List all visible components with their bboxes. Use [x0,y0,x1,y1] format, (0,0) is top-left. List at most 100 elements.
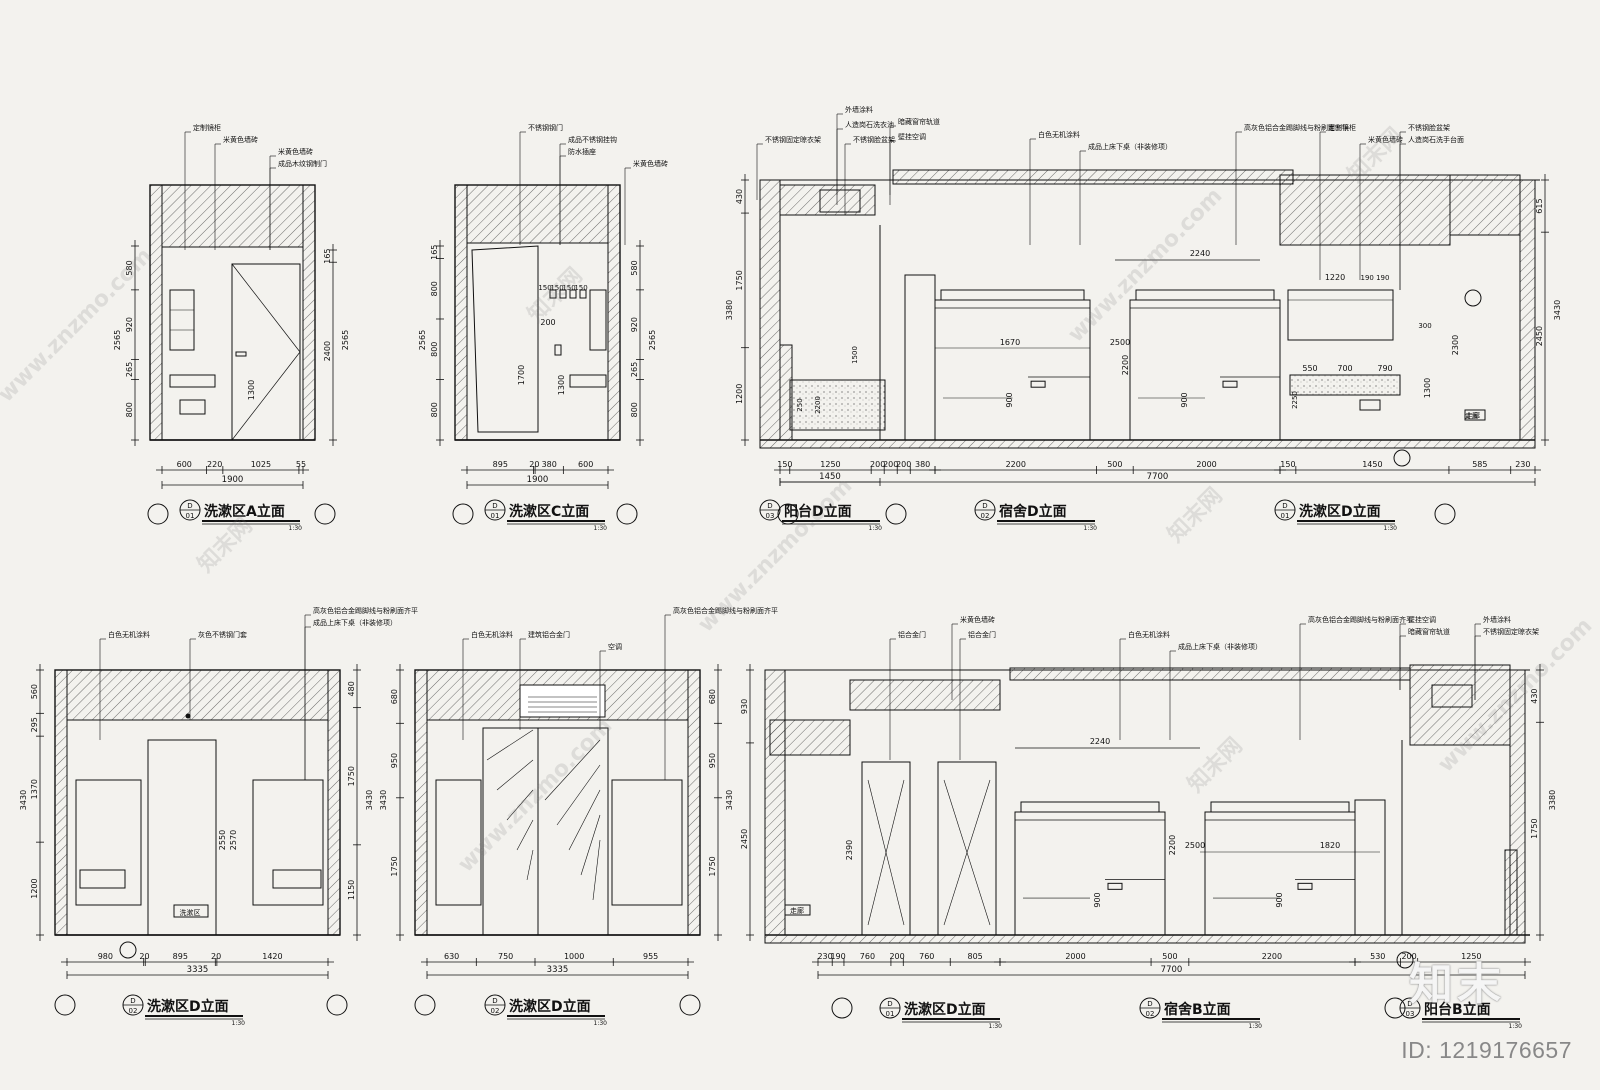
dimension-bottom: 1025 [251,460,271,469]
room-tag: 洗漱区 [180,908,201,917]
marker-letter: D [1407,1000,1412,1008]
corridor-beam [1449,174,1521,236]
balcony-beam [1409,664,1511,746]
dimension-left: 950 [390,753,399,768]
dimension-total: 2565 [418,330,427,350]
dimension-right: 580 [630,260,639,275]
dimension-right: 1750 [1530,818,1539,838]
dimension-bottom: 1000 [564,952,584,961]
dimension-right: 1150 [347,880,356,900]
annotation-label: 外墙涂料 [845,105,873,114]
scale-label: 1:30 [869,525,883,532]
dimension-inner: 2570 [229,830,238,850]
vanity-drawer [179,399,206,415]
dimension-left: 800 [430,402,439,417]
elevation-panel-5: 高灰色铝合金踢脚线与粉刷面齐平定制镜柜米黄色墙砖不锈钢脸盆架人造岗石洗手台面61… [1235,123,1562,532]
dimension-inner: 2200 [1168,835,1177,855]
open-door [471,245,539,433]
elevation-panel-3: 外墙涂料暗藏窗帘轨道人造岗石洗衣池壁挂空调不锈钢固定晾衣架不锈钢脸盆架43017… [725,105,941,532]
bunk-bed-left [435,779,482,906]
dimension-bottom: 895 [493,460,508,469]
grid-axis-icon [616,503,638,525]
dimension-inner: 900 [1180,392,1189,407]
dimension-total: 1900 [222,475,244,485]
annotation-label: 高灰色铝合金踢脚线与粉刷面齐平 [673,606,778,615]
annotation-label: 不锈钢固定晾衣架 [1483,627,1539,636]
dimension-right: 615 [1535,198,1544,213]
dimension-left: 2450 [740,829,749,849]
elevation-title: 阳台B立面 [1424,1001,1491,1018]
marker-number: 01 [491,512,500,520]
dimension-bottom: 585 [1472,460,1487,469]
dimension-bottom: 55 [296,460,306,469]
section-marker-icon [1464,289,1482,307]
elevation-panel-6: 白色无机涂料灰色不锈钢门套高灰色铝合金踢脚线与粉刷面齐平成品上床下桌（非装修项）… [19,606,418,1027]
dimension-bottom: 1250 [1461,952,1481,961]
dimension-bottom: 230 [817,952,832,961]
corridor-beam [849,679,1001,711]
hook-icon [569,289,577,299]
scale-label: 1:30 [1084,525,1098,532]
marker-number: 02 [129,1007,138,1015]
room-tag: 走廊 [790,906,804,915]
bunk-bed-desk [934,299,1091,441]
bunk-bed-left [75,779,142,906]
annotation-label: 暗藏窗帘轨道 [1408,627,1450,636]
room-tag: 走廊 [1466,411,1480,420]
dimension-right: 480 [347,681,356,696]
dimension-left: 1200 [30,878,39,898]
annotation-label: 米黄色墙砖 [633,159,668,168]
annotation-label: 成品不锈钢挂钩 [568,135,617,144]
dimension-inner: 2550 [218,830,227,850]
marker-number: 03 [766,512,775,520]
elevation-panel-7: 白色无机涂料建筑铝合金门空调高灰色铝合金踢脚线与粉刷面齐平68095017503… [379,606,778,1027]
annotation-label: 铝合金门 [898,630,926,639]
elevation-panel-dorm-bottom [764,664,1530,969]
hook-icon [579,289,587,299]
annotation-label: 定制镜柜 [193,123,221,132]
dimension-inner: 2200 [1121,355,1130,375]
bed-guardrail [1020,801,1160,813]
dimension-left: 165 [430,245,439,260]
dimension-inner: 150 [550,284,563,292]
dimension-bottom: 380 [915,460,930,469]
wall-section-right [302,184,316,441]
aluminum-door-right [937,761,997,936]
marker-number: 01 [186,512,195,520]
elevation-panel-dorm-top [759,169,1540,467]
marker-letter: D [982,502,987,510]
scale-label: 1:30 [989,1023,1003,1030]
marker-letter: D [767,502,772,510]
dimension-bottom: 980 [98,952,113,961]
wall-section-left [759,179,781,441]
dimension-total: 3335 [187,965,209,975]
ladder [1354,799,1386,936]
annotation-label: 高灰色铝合金踢脚线与粉刷面齐平 [1308,615,1413,624]
scale-label: 1:30 [1509,1023,1523,1030]
ceiling-beam [66,669,329,721]
marker-letter: D [887,1000,892,1008]
dimension-total: 1450 [819,472,841,482]
dimension-inner: 2390 [845,840,854,860]
dimension-inner: 1820 [1320,841,1340,850]
dimension-left: 920 [125,317,134,332]
corridor-tag [784,904,811,916]
dimension-inner: 150 [562,284,575,292]
dimension-total: 2565 [341,330,350,350]
marker-letter: D [1147,1000,1152,1008]
dimension-top: 2240 [1090,737,1110,746]
wall-section-left [414,669,428,936]
dimension-right: 950 [708,753,717,768]
dimension-left: 1750 [735,270,744,290]
corridor-tag [1464,409,1486,421]
dimension-bottom: 760 [860,952,875,961]
dimension-bottom: 220 [207,460,222,469]
air-conditioner-icon [1431,684,1473,708]
hook-icon [559,289,567,299]
wall-section-right [327,669,341,936]
mirror-cabinet [1287,289,1394,341]
dimension-total: 3335 [547,965,569,975]
annotation-label: 成品上床下桌（非装修项） [1088,142,1172,151]
corridor-beam [769,719,851,756]
dimension-total: 3430 [725,790,734,810]
